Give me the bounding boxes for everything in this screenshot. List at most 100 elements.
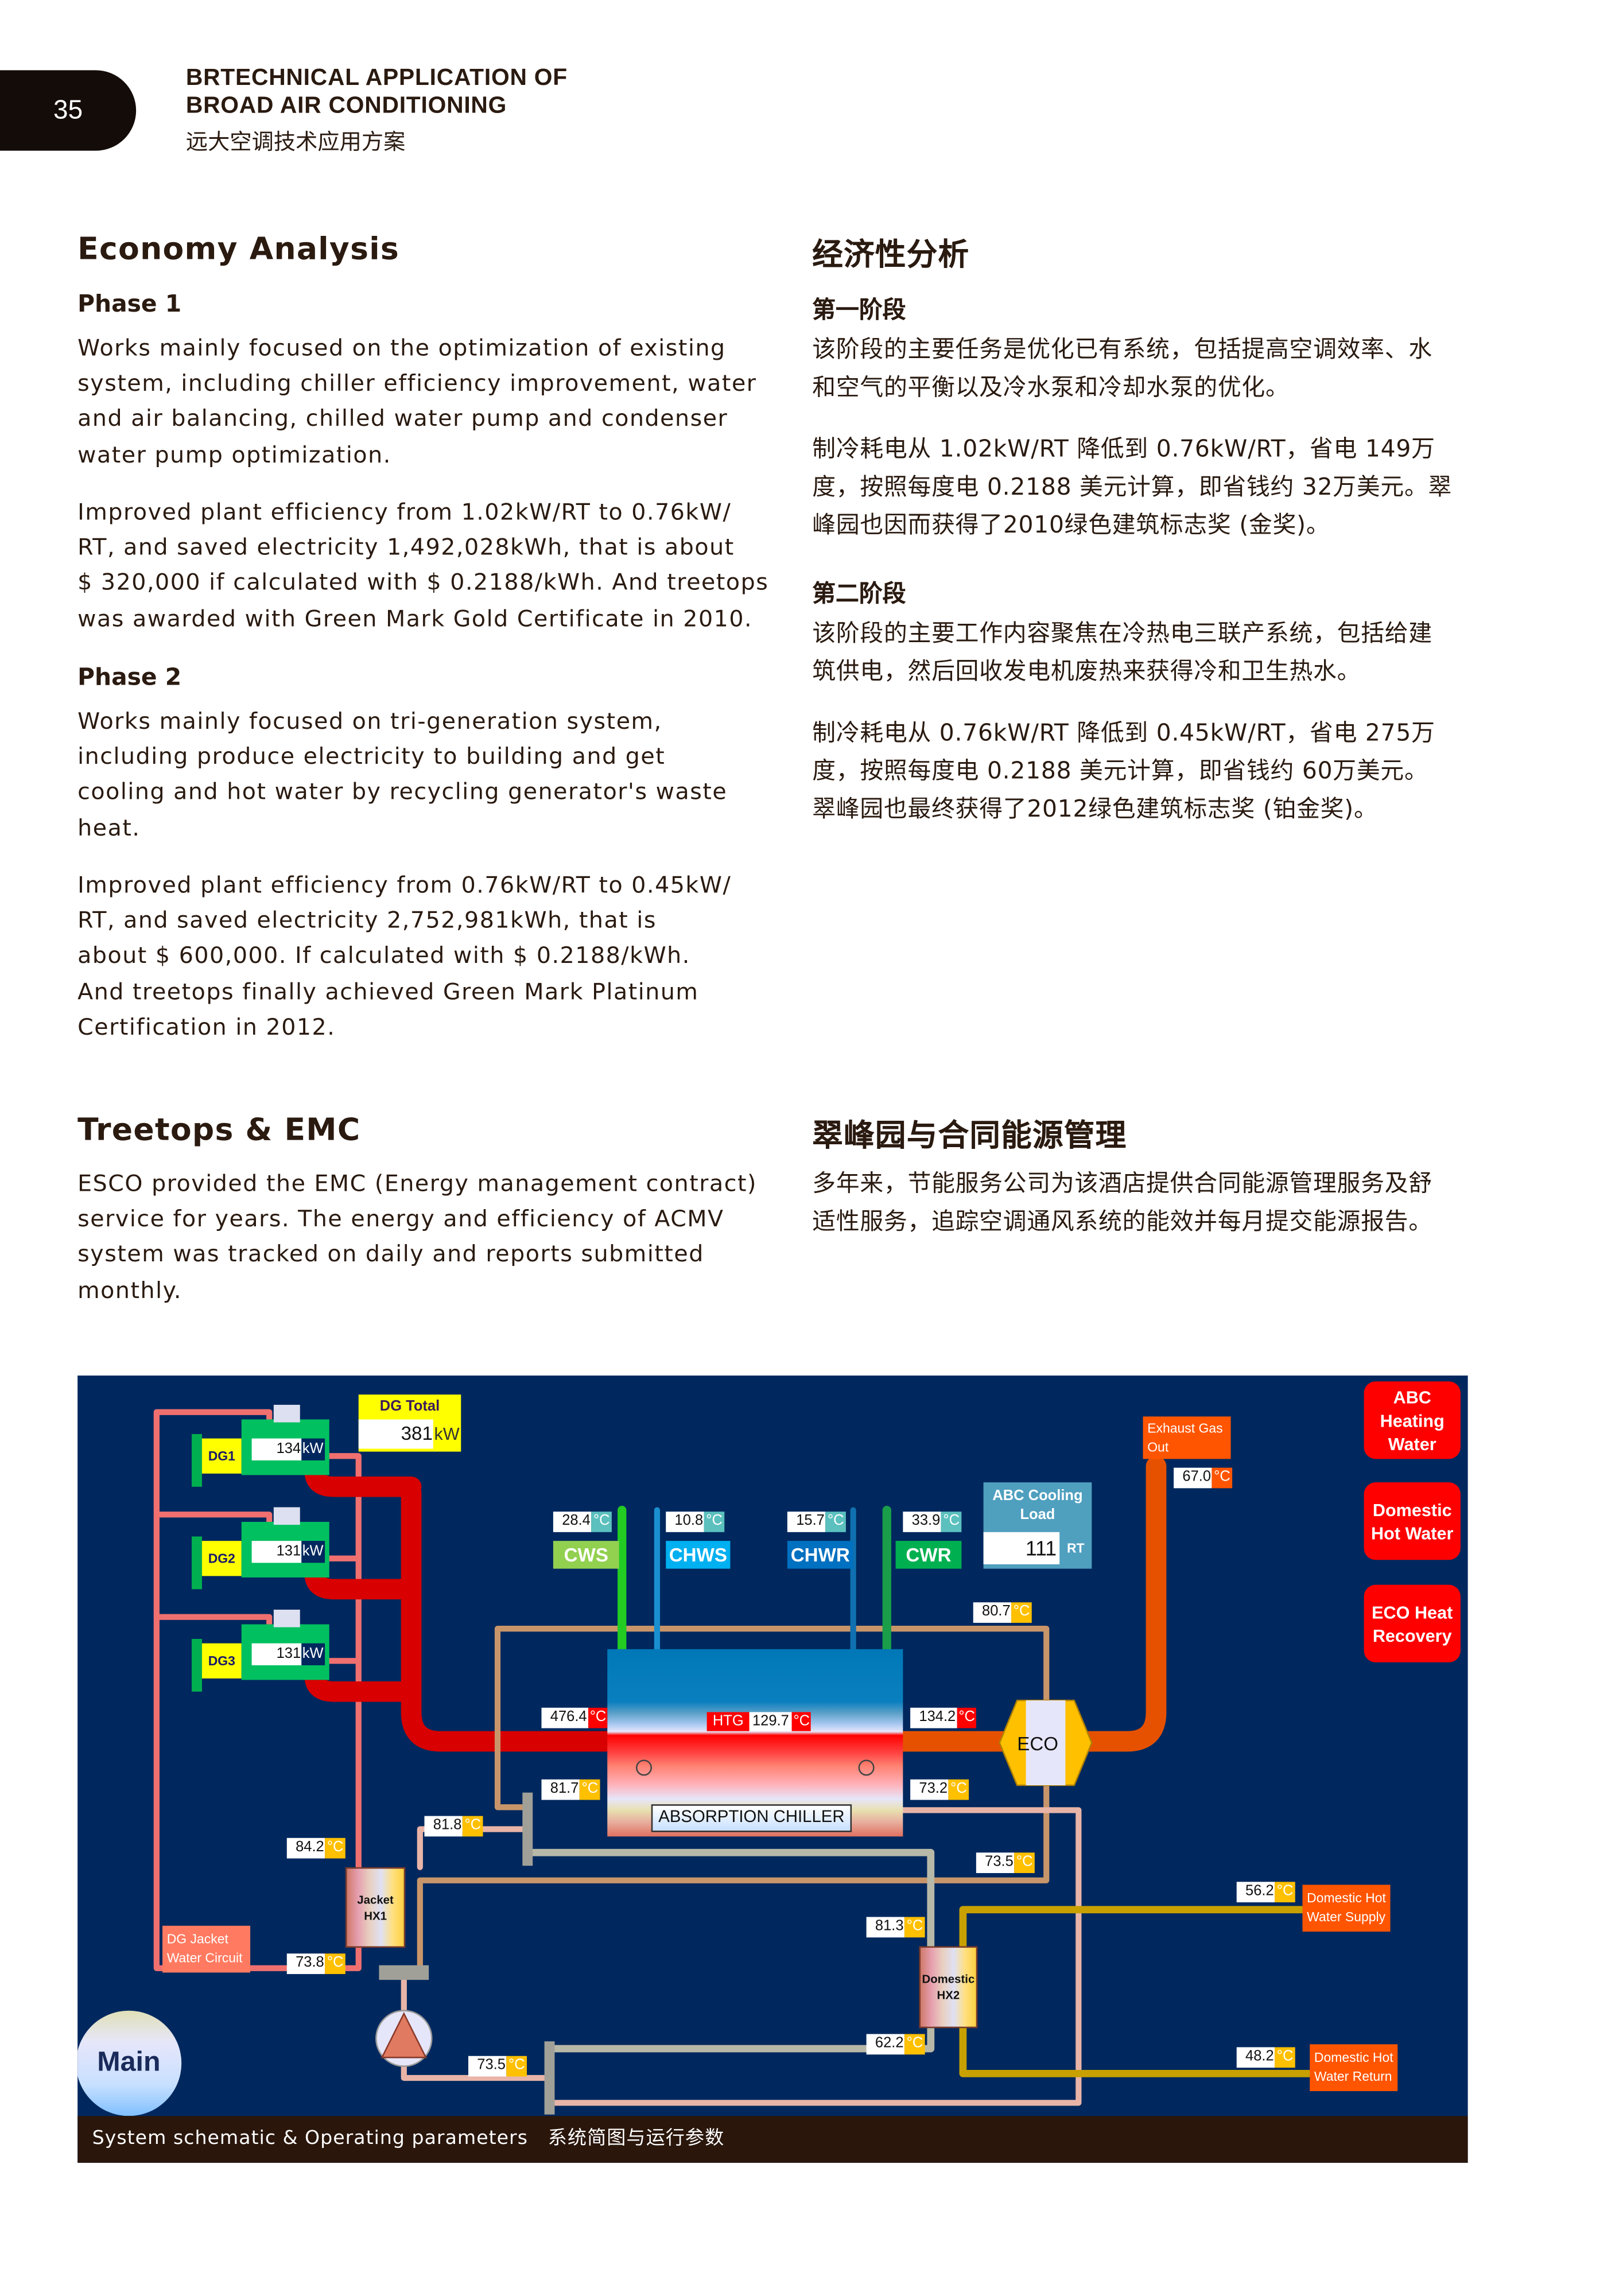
dg-jacket-loop-pipe [153, 1409, 362, 1971]
exhaust-in-temp: 476.4°C [541, 1707, 608, 1728]
exhaust-gas-out-label: Exhaust Gas Out [1143, 1416, 1231, 1459]
main-button[interactable]: Main [97, 2047, 161, 2078]
dhw-pipe [959, 1906, 1314, 2077]
dhw-return-label: Domestic Hot Water Return [1310, 2044, 1398, 2091]
phase1-heading-cn: 第一阶段 [812, 296, 906, 324]
cooling-load-box: ABC Cooling Load 111 RT [983, 1482, 1092, 1569]
phase2-paragraph2-cn: 制冷耗电从 0.76kW/RT 降低到 0.45kW/RT，省电 275万度，按… [812, 714, 1435, 828]
schematic-caption: System schematic & Operating parameters … [77, 2116, 1468, 2163]
hot-water-upper-pipe [494, 1626, 1050, 1811]
text-line: heat. [77, 814, 141, 841]
text-line: system was tracked on daily and reports … [77, 1241, 704, 1268]
cooling-load-value: 111 [983, 1532, 1060, 1564]
emc-paragraph: ESCO provided the EMC (Energy management… [77, 1166, 757, 1308]
domestic-hx2: Domestic HX2 [919, 1946, 978, 2029]
dhw-supply-label: Domestic Hot Water Supply [1302, 1885, 1391, 1932]
t-valve-upper [522, 1792, 533, 1866]
text-line: including produce electricity to buildin… [77, 743, 666, 770]
text-line: Works mainly focused on tri-generation s… [77, 708, 662, 735]
pump-return-temp: 73.5°C [468, 2056, 527, 2077]
text-line: 峰园也因而获得了2010绿色建筑标志奖 (金奖)。 [812, 510, 1330, 539]
text-line: 该阶段的主要任务是优化已有系统，包括提高空调效率、水 [812, 335, 1432, 363]
cws-temp: 28.4°C [553, 1512, 612, 1532]
text-line: monthly. [77, 1277, 182, 1304]
hw-out-temp: 73.2°C [910, 1779, 969, 1800]
text-line: water pump optimization. [77, 441, 391, 468]
phase2-paragraph2: Improved plant efficiency from 0.76kW/RT… [77, 868, 731, 1045]
t-valve-pump [379, 1965, 429, 1980]
text-line: ESCO provided the EMC (Energy management… [77, 1171, 758, 1197]
text-line: 筑供电，然后回收发电机废热来获得冷和卫生热水。 [812, 656, 1361, 685]
text-line: 制冷耗电从 1.02kW/RT 降低到 0.76kW/RT，省电 149万 [812, 434, 1435, 463]
phase2-heading: Phase 2 [77, 663, 182, 691]
dhw-return-temp: 48.2°C [1236, 2047, 1295, 2068]
chws-temp: 10.8°C [666, 1512, 724, 1532]
dg3-label: DG3 [201, 1643, 242, 1679]
text-line: RT, and saved electricity 1,492,028kWh, … [77, 534, 735, 561]
text-line: about $ 600,000. If calculated with $ 0.… [77, 943, 690, 970]
phase1-paragraph1: Works mainly focused on the optimization… [77, 331, 756, 472]
pink-loop-pipe [401, 1807, 1082, 2106]
text-line: 翠峰园也最终获得了2012绿色建筑标志奖 (铂金奖)。 [812, 794, 1378, 823]
text-line: Certification in 2012. [77, 1013, 336, 1040]
text-line: was awarded with Green Mark Gold Certifi… [77, 605, 753, 632]
t-valve-lower [544, 2041, 555, 2115]
hx2-in-temp: 81.3°C [866, 1917, 925, 1938]
economy-heading-cn: 经济性分析 [812, 237, 970, 273]
schematic-pipes [77, 1409, 1314, 2116]
jacket-in-temp: 84.2°C [286, 1837, 345, 1859]
chwr-label: CHWR [787, 1541, 853, 1569]
exhaust-orange-pipe [892, 1456, 1167, 1752]
hx2-out-temp: 62.2°C [866, 2034, 925, 2055]
eco-out-temp: 80.7°C [973, 1602, 1031, 1623]
htg-temp: HTG 129.7 °C [706, 1712, 812, 1731]
jacket-hx1: Jacket HX1 [345, 1867, 406, 1948]
page-number: 35 [53, 95, 83, 125]
hw-in-temp: 81.7°C [541, 1779, 600, 1800]
text-line: And treetops finally achieved Green Mark… [77, 978, 699, 1005]
dg-jacket-water-circuit-label: DG Jacket Water Circuit [162, 1925, 251, 1973]
text-line: $ 320,000 if calculated with $ 0.2188/kW… [77, 569, 769, 596]
dg-total-box: DG Total 381 kW [358, 1394, 461, 1452]
phase2-heading-cn: 第二阶段 [812, 579, 906, 608]
text-line: system, including chiller efficiency imp… [77, 370, 757, 397]
dhw-supply-temp: 56.2°C [1236, 1882, 1295, 1902]
jacket-out-temp: 73.8°C [286, 1953, 345, 1974]
phase1-paragraph1-cn: 该阶段的主要任务是优化已有系统，包括提高空调效率、水和空气的平衡以及冷水泵和冷却… [812, 331, 1432, 407]
text-line: 和空气的平衡以及冷水泵和冷却水泵的优化。 [812, 373, 1290, 401]
dg1-label: DG1 [201, 1438, 242, 1474]
text-line: Improved plant efficiency from 1.02kW/RT… [77, 499, 732, 526]
phase1-paragraph2-cn: 制冷耗电从 1.02kW/RT 降低到 0.76kW/RT，省电 149万度，按… [812, 430, 1452, 545]
text-line: 度，按照每度电 0.2188 美元计算，即省钱约 32万美元。翠 [812, 472, 1453, 501]
nav-domestic-hot-water-button[interactable]: Domestic Hot Water [1364, 1482, 1461, 1560]
emc-heading-cn: 翠峰园与合同能源管理 [812, 1118, 1127, 1153]
exhaust-chiller-out-temp: 134.2°C [910, 1707, 977, 1728]
phase1-paragraph2: Improved plant efficiency from 1.02kW/RT… [77, 495, 768, 636]
cwr-label: CWR [895, 1541, 962, 1569]
nav-eco-heat-recovery-button[interactable]: ECO Heat Recovery [1364, 1584, 1461, 1662]
exhaust-out-temp: 67.0°C [1174, 1467, 1232, 1489]
cwr-temp: 33.9°C [903, 1512, 961, 1532]
text-line: 多年来，节能服务公司为该酒店提供合同能源管理服务及舒 [812, 1169, 1432, 1197]
hot-water-lower-pipe [417, 1782, 1050, 1976]
text-line: 该阶段的主要工作内容聚焦在冷热电三联产系统，包括给建 [812, 619, 1432, 647]
economy-heading: Economy Analysis [77, 231, 400, 267]
cws-label: CWS [553, 1541, 619, 1569]
text-line: 制冷耗电从 0.76kW/RT 降低到 0.45kW/RT，省电 275万 [812, 718, 1435, 747]
header-title-cn: 远大空调技术应用方案 [185, 129, 406, 156]
nav-abc-heating-water-button[interactable]: ABC Heating Water [1364, 1381, 1461, 1459]
text-line: Works mainly focused on the optimization… [77, 335, 726, 362]
phase2-paragraph1-cn: 该阶段的主要工作内容聚焦在冷热电三联产系统，包括给建筑供电，然后回收发电机废热来… [812, 615, 1432, 691]
text-line: 度，按照每度电 0.2188 美元计算，即省钱约 60万美元。 [812, 756, 1428, 784]
dg2-label: DG2 [201, 1541, 242, 1576]
text-line: Improved plant efficiency from 0.76kW/RT… [77, 872, 732, 899]
hx1-out-temp: 81.8°C [424, 1816, 483, 1837]
eco-in-temp: 73.5°C [976, 1852, 1035, 1873]
dg-total-value: 381 [358, 1419, 433, 1449]
text-line: cooling and hot water by recycling gener… [77, 779, 728, 806]
